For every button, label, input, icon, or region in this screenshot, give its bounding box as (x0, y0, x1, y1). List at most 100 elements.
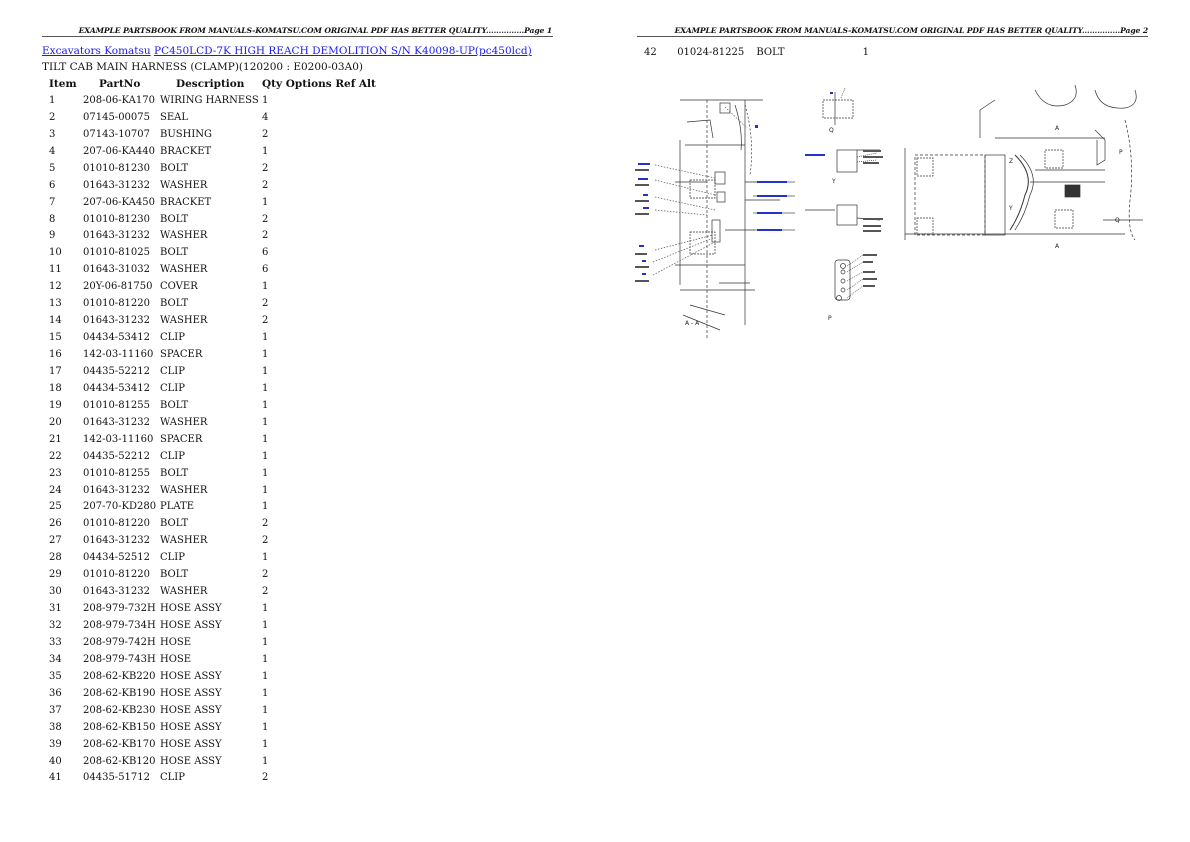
view-label-y-main: Y (1008, 205, 1013, 212)
page-header: EXAMPLE PARTSBOOK FROM MANUALS-KOMATSU.C… (674, 26, 1148, 35)
cell-description: BOLT (160, 518, 189, 530)
cell-item: 21 (49, 433, 62, 445)
cell-qty: 1 (262, 501, 269, 513)
cell-partno: 04434-52512 (83, 552, 151, 564)
cell-description: SPACER (160, 433, 203, 445)
cell-item: 39 (49, 738, 62, 750)
cell-description: BOLT (160, 213, 189, 225)
cell-partno: 208-979-742H (83, 636, 156, 648)
view-label-a-top: A (1055, 125, 1060, 132)
cell-description: BOLT (160, 247, 189, 259)
cell-partno: 208-06-KA170 (83, 94, 155, 106)
cell-description: HOSE ASSY (160, 603, 222, 615)
cell-partno: 01010-81230 (83, 213, 151, 225)
cell-partno: 01010-81255 (83, 467, 151, 479)
cell-item: 29 (49, 569, 62, 581)
cell-qty: 1 (262, 467, 269, 479)
cell-item: 41 (49, 772, 62, 784)
cell-qty: 1 (262, 603, 269, 615)
cell-description: HOSE ASSY (160, 704, 222, 716)
cell-item: 4 (49, 145, 56, 157)
cell-description: HOSE ASSY (160, 620, 222, 632)
cell-description: CLIP (160, 365, 185, 377)
cell-qty: 1 (262, 552, 269, 564)
cell-partno: 207-06-KA450 (83, 196, 155, 208)
cell-partno: 01643-31232 (83, 179, 151, 191)
cell-description: SPACER (160, 349, 203, 361)
cell-description: HOSE ASSY (160, 755, 222, 767)
cell-description: COVER (160, 281, 198, 293)
header-divider (42, 36, 553, 37)
cell-description: CLIP (160, 450, 185, 462)
cell-item: 33 (49, 636, 62, 648)
cell-description: BOLT (160, 399, 189, 411)
cell-partno: 01010-81220 (83, 298, 151, 310)
cell-qty: 1 (262, 653, 269, 665)
cell-description: CLIP (160, 552, 185, 564)
cell-description: WIRING HARNESS (160, 94, 259, 106)
cell-partno: 04434-53412 (83, 382, 151, 394)
cell-partno: 142-03-11160 (83, 349, 154, 361)
cell-description: CLIP (160, 382, 185, 394)
cell-item: 25 (49, 501, 62, 513)
cell-qty: 1 (262, 94, 269, 106)
breadcrumb-category-link[interactable]: Excavators Komatsu (42, 45, 151, 57)
cell-qty: 1 (262, 670, 269, 682)
view-label-q-main: Q (1115, 217, 1120, 224)
cell-item: 38 (49, 721, 62, 733)
cell-partno: 208-62-KB190 (83, 687, 156, 699)
cell-qty: 2 (262, 315, 269, 327)
cell-partno: 01643-31232 (83, 484, 151, 496)
cell-qty: 1 (262, 382, 269, 394)
cell-qty: 1 (262, 145, 269, 157)
breadcrumb-model-link[interactable]: PC450LCD-7K HIGH REACH DEMOLITION S/N K4… (154, 45, 532, 57)
cell-qty: 1 (262, 738, 269, 750)
cell-qty: 1 (262, 620, 269, 632)
cell-qty: 1 (862, 47, 869, 58)
column-header-alt: Alt (358, 78, 376, 90)
cell-qty: 2 (262, 230, 269, 242)
cell-description: CLIP (160, 772, 185, 784)
view-label-section: A - A (685, 320, 700, 327)
column-header-description: Description (176, 78, 245, 90)
cell-item: 19 (49, 399, 62, 411)
cell-item: 40 (49, 755, 62, 767)
cell-item: 22 (49, 450, 62, 462)
cell-item: 17 (49, 365, 62, 377)
view-label-q: Q (829, 127, 834, 134)
view-label-y: Y (831, 178, 836, 185)
cell-item: 1 (49, 94, 56, 106)
cell-description: WASHER (160, 586, 208, 598)
callout-labels (635, 150, 883, 287)
cell-partno: 04435-52212 (83, 450, 151, 462)
cell-partno: 01010-81025 (83, 247, 151, 259)
cell-qty: 2 (262, 772, 269, 784)
view-label-p-main: P (1119, 149, 1123, 156)
cell-qty: 1 (262, 755, 269, 767)
cell-qty: 1 (262, 433, 269, 445)
cell-qty: 2 (262, 569, 269, 581)
cell-partno: 208-979-734H (83, 620, 156, 632)
cell-description: BUSHING (160, 128, 213, 140)
cell-partno: 208-62-KB170 (83, 738, 156, 750)
column-header-item: Item (49, 78, 77, 90)
